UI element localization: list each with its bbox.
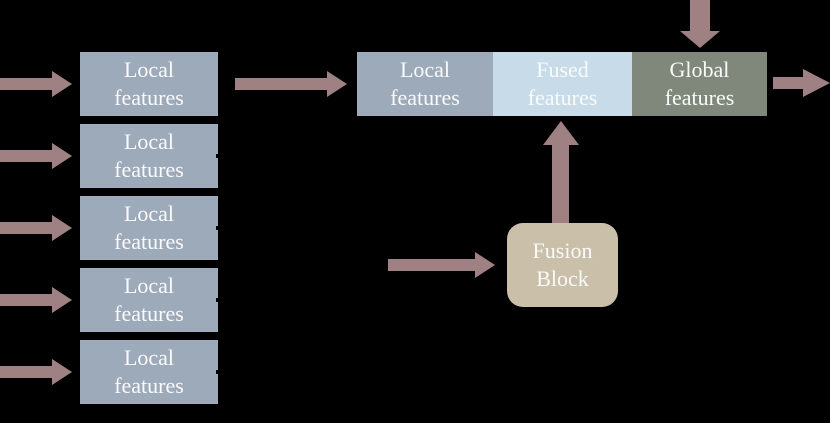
local-features-label: features: [114, 85, 184, 110]
output-arrow-head-icon: [803, 69, 830, 97]
connector-dot: [216, 298, 220, 302]
local-to-bar-arrow-head-icon: [327, 71, 347, 97]
local-features-label: features: [114, 301, 184, 326]
fusion-block-label: Block: [536, 266, 589, 291]
input-arrow-2: [0, 150, 52, 162]
local-features-label: Local: [123, 345, 175, 370]
fusion-block-label: Fusion: [532, 238, 593, 263]
input-arrow-5-head-icon: [52, 359, 72, 385]
fusion-block: Fusion Block: [507, 223, 618, 307]
local-features-label: features: [114, 229, 184, 254]
input-arrow-5: [0, 366, 52, 378]
global-input-arrow: [690, 0, 710, 31]
global-input-arrow-head-icon: [680, 31, 720, 48]
input-arrow-2-head-icon: [52, 143, 72, 169]
fusion-to-fused-arrow: [552, 145, 569, 223]
fusion-input-arrow: [388, 259, 475, 271]
input-arrow-1-head-icon: [52, 71, 72, 97]
local-features-box-3: Local features: [80, 196, 220, 260]
connector-dot: [216, 370, 220, 374]
local-features-label: features: [114, 157, 184, 182]
local-features-label: Local: [123, 273, 175, 298]
local-features-label: features: [114, 373, 184, 398]
connector-dot: [216, 154, 220, 158]
local-features-box-1: Local features: [80, 52, 218, 116]
bar-segment-label: Local: [399, 57, 451, 82]
input-arrow-3: [0, 222, 52, 234]
local-features-label: Local: [123, 129, 175, 154]
bar-segment-label: features: [664, 85, 735, 110]
bar-segment-label: features: [527, 85, 598, 110]
input-arrow-1: [0, 78, 52, 90]
input-arrow-4: [0, 294, 52, 306]
local-features-box-4: Local features: [80, 268, 220, 332]
bar-segment-local-features: Local features: [357, 52, 493, 116]
local-features-box-2: Local features: [80, 124, 220, 188]
bar-segment-fused-features: Fused features: [493, 52, 632, 116]
input-arrow-3-head-icon: [52, 215, 72, 241]
connector-dot: [216, 226, 220, 230]
input-arrow-4-head-icon: [52, 287, 72, 313]
fusion-to-fused-arrow-head-icon: [543, 121, 579, 145]
bar-segment-label: Global: [669, 57, 730, 82]
bar-segment-label: Fused: [536, 57, 589, 82]
local-features-label: Local: [123, 201, 175, 226]
output-arrow: [773, 77, 803, 89]
local-to-bar-arrow: [235, 78, 327, 90]
local-features-label: Local: [123, 57, 175, 82]
local-features-box-5: Local features: [80, 340, 220, 404]
fusion-input-arrow-head-icon: [475, 252, 495, 278]
bar-segment-label: features: [390, 85, 460, 110]
bar-segment-global-features: Global features: [632, 52, 767, 116]
